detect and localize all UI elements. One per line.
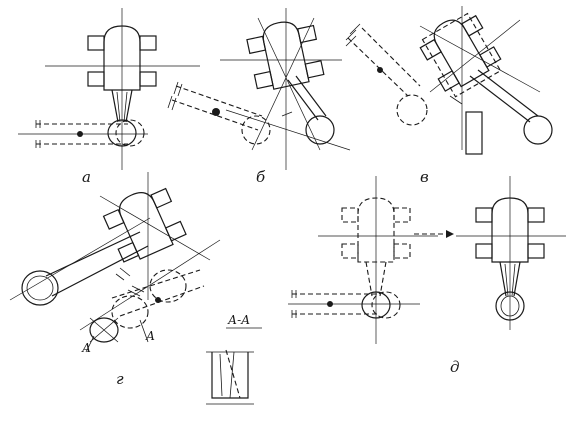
label-v: в	[420, 168, 429, 186]
panel-d: д	[288, 176, 566, 376]
section-mark-a1: А	[81, 341, 91, 355]
section-a-a: А-А	[206, 313, 262, 405]
panel-a: а	[18, 8, 200, 186]
panel-v: в	[345, 6, 553, 186]
panel-g: А А г	[9, 172, 221, 388]
label-d: д	[450, 358, 460, 376]
label-b: б	[256, 168, 266, 186]
label-g: г	[116, 370, 124, 388]
panel-b: б	[167, 8, 351, 186]
section-mark-a2: А	[145, 329, 155, 343]
label-a: а	[82, 168, 91, 186]
section-title: А-А	[227, 313, 250, 327]
